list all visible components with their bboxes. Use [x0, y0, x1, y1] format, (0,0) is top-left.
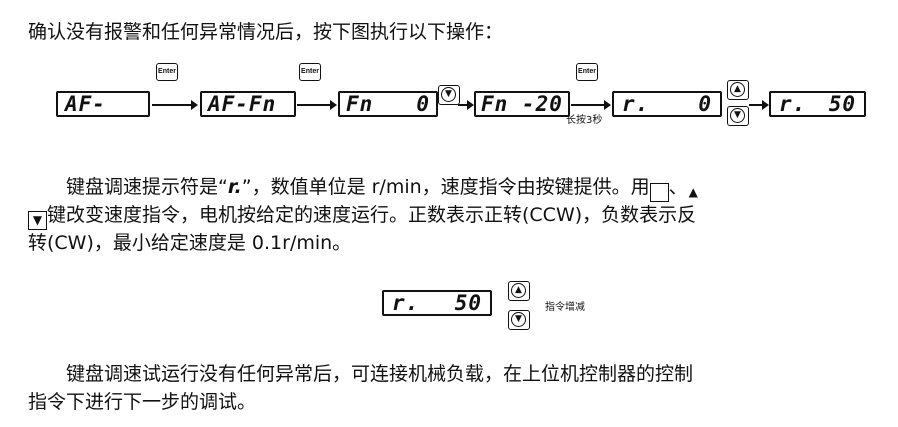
down-triangle-icon: ▼ — [441, 87, 456, 102]
example-up-key[interactable]: ▲ — [508, 281, 530, 301]
arrow-icon — [297, 100, 337, 110]
example-display: r. 50 — [382, 290, 492, 316]
display-af-fn: AF-Fn — [200, 91, 296, 117]
down-key[interactable]: ▼ — [438, 85, 460, 105]
down-triangle-icon: ▼ — [730, 108, 745, 123]
up-triangle-icon: ▲ — [511, 283, 526, 298]
down-key[interactable]: ▼ — [727, 106, 749, 126]
display-r-50: r. 50 — [769, 91, 866, 117]
display-af: AF- — [56, 91, 150, 117]
intro-text: 确认没有报警和任何异常情况后，按下图执行以下操作： — [28, 21, 504, 43]
enter-key[interactable]: Enter — [156, 63, 178, 81]
paragraph-trial-run-line2: 指令下进行下一步的调试。 — [28, 391, 257, 413]
paragraph-speed-control-line2: ▼键改变速度指令，电机按给定的速度运行。正数表示正转(CCW)，负数表示反 — [28, 203, 696, 230]
display-r-0: r. 0 — [612, 91, 722, 117]
up-triangle-icon: ▲ — [730, 82, 745, 97]
display-fn-0: Fn 0 — [338, 91, 438, 117]
example-label: 指令增减 — [545, 302, 585, 313]
hold-note: 长按3秒 — [566, 115, 603, 126]
arrow-icon — [458, 100, 474, 110]
paragraph-trial-run: 键盘调速试运行没有任何异常后，可连接机械负载，在上位机控制器的控制 — [66, 363, 694, 385]
enter-key[interactable]: Enter — [576, 63, 598, 81]
up-key-inline: ▲ — [649, 183, 698, 202]
example-down-key[interactable]: ▼ — [508, 310, 530, 330]
enter-key[interactable]: Enter — [299, 63, 321, 81]
arrow-icon — [571, 100, 611, 110]
paragraph-speed-control-line3: 转(CW)，最小给定速度是 0.1r/min。 — [28, 232, 352, 254]
up-key[interactable]: ▲ — [727, 80, 749, 100]
down-key-inline: ▼ — [28, 211, 47, 230]
paragraph-speed-control: 键盘调速提示符是“r.”，数值单位是 r/min，速度指令由按键提供。用▲、 — [28, 175, 698, 202]
display-fn-20: Fn -20 — [474, 91, 570, 117]
arrow-icon — [749, 100, 769, 110]
arrow-icon — [152, 100, 198, 110]
prompt-symbol: r. — [227, 176, 242, 198]
down-triangle-icon: ▼ — [511, 312, 526, 327]
